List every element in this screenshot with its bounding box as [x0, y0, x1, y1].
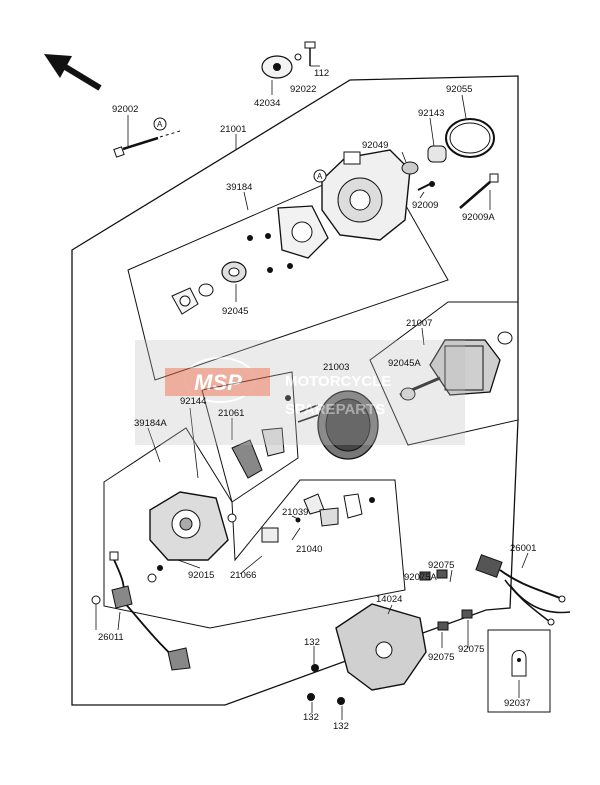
label-21040: 21040: [296, 544, 322, 555]
brush-holder-21061: [231, 395, 291, 479]
stator-21003: [297, 390, 379, 460]
leader-lines: [95, 65, 529, 720]
label-26001: 26001: [510, 543, 536, 554]
wire-lead-26011: [91, 551, 191, 671]
label-132-b: 132: [303, 712, 319, 723]
label-92143: 92143: [418, 108, 444, 119]
label-ref-a2: A: [317, 172, 323, 181]
label-112: 112: [314, 68, 329, 79]
label-ref-a1: A: [157, 120, 163, 129]
label-42034: 42034: [254, 98, 280, 109]
connector-box: [487, 629, 551, 713]
direction-arrow-icon: [44, 54, 102, 91]
o-ring-92055: [445, 118, 495, 158]
label-92009: 92009: [412, 200, 438, 211]
seal-plate: [171, 287, 199, 315]
cover-14024: [307, 603, 427, 705]
watermark: MSP MOTORCYCLE SPAREPARTS: [135, 340, 465, 445]
label-92075-mid: 92075: [428, 652, 454, 663]
long-bolt-92009a: [417, 173, 499, 209]
watermark-logo: MSP: [194, 370, 242, 395]
cover-plate-42034: [261, 41, 316, 79]
label-92144: 92144: [180, 396, 206, 407]
label-132-c: 132: [333, 721, 349, 732]
label-132-a: 132: [304, 637, 320, 648]
long-bolt-92002: [113, 117, 181, 158]
label-92075-right: 92075: [458, 644, 484, 655]
rear-housing-39184a: [147, 491, 237, 583]
label-39184: 39184: [226, 182, 252, 193]
retainer-plate: [247, 205, 329, 273]
housing-subframe: [127, 159, 449, 381]
label-21001: 21001: [220, 124, 246, 135]
wire-harness-26001: [475, 554, 571, 626]
label-92049: 92049: [362, 140, 388, 151]
connector-92037: [511, 650, 527, 677]
brushes-92075: [419, 569, 473, 631]
main-assembly-outline: [71, 75, 519, 706]
brush-subframe: [201, 371, 299, 503]
label-21007: 21007: [406, 318, 432, 329]
rotor-21007: [399, 331, 513, 401]
label-26011: 26011: [98, 632, 124, 643]
bushing-92143: [427, 145, 447, 163]
watermark-line2: SPAREPARTS: [285, 401, 385, 418]
bearing-92045: [198, 261, 247, 297]
rectifier-parts: [261, 493, 375, 543]
rear-housing-subframe: [103, 427, 406, 629]
rotor-subframe: [369, 301, 519, 446]
label-92022: 92022: [290, 84, 316, 95]
label-21061: 21061: [218, 408, 244, 419]
part-labels: 92002 A 21001 42034 92022 112 92055 9214…: [98, 68, 536, 732]
label-92037: 92037: [504, 698, 530, 709]
label-92045a: 92045A: [388, 358, 421, 369]
watermark-line1: MOTORCYCLE: [285, 373, 391, 390]
label-21066: 21066: [230, 570, 256, 581]
label-92009a: 92009A: [462, 212, 495, 223]
front-housing: [313, 149, 419, 241]
label-92015: 92015: [188, 570, 214, 581]
label-92002: 92002: [112, 104, 138, 115]
label-92045: 92045: [222, 306, 248, 317]
label-92075a: 92075A: [404, 572, 437, 583]
label-92055: 92055: [446, 84, 472, 95]
label-14024: 14024: [376, 594, 402, 605]
label-92075-top: 92075: [428, 560, 454, 571]
label-21039: 21039: [282, 507, 308, 518]
label-21003: 21003: [323, 362, 349, 373]
label-39184a: 39184A: [134, 418, 167, 429]
